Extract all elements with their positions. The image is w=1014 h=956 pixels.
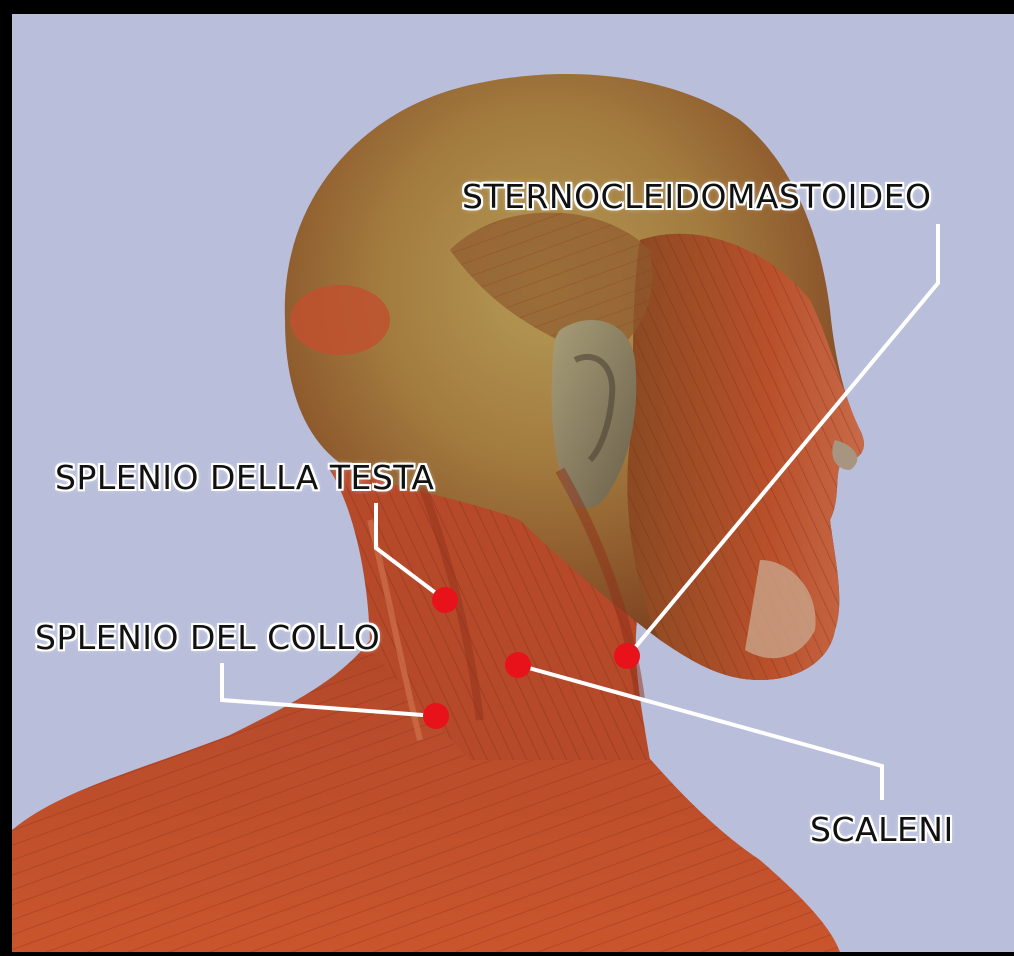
marker-splenio-collo [423, 703, 449, 729]
label-splenio-della-testa: SPLENIO DELLA TESTA [55, 458, 434, 497]
occipital-muscle [290, 285, 390, 355]
marker-scaleni [505, 652, 531, 678]
label-splenio-del-collo: SPLENIO DEL COLLO [35, 618, 380, 657]
marker-scm [614, 643, 640, 669]
label-scaleni: SCALENI [810, 810, 954, 849]
label-sternocleidomastoideo: STERNOCLEIDOMASTOIDEO [462, 177, 932, 216]
marker-splenio-testa [432, 587, 458, 613]
